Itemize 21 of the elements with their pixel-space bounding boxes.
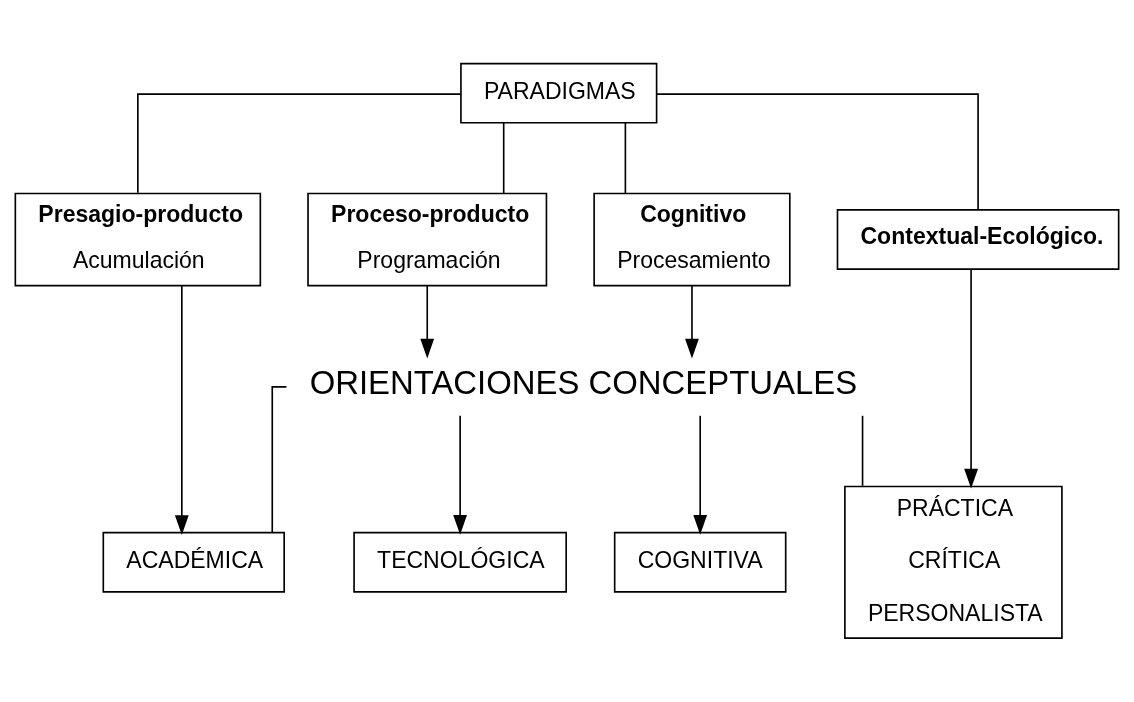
node-box: COGNITIVA	[613, 531, 787, 593]
connector	[861, 414, 864, 487]
node-text: ORIENTACIONES CONCEPTUALES	[309, 364, 858, 402]
arrow	[685, 285, 699, 359]
node-box: Contextual-Ecológico.	[836, 209, 1120, 270]
connector	[656, 93, 979, 211]
node-box: Cognitivo Procesamiento	[593, 192, 791, 287]
node-box: ACADÉMICA	[102, 531, 285, 593]
node-box: PARADIGMAS	[460, 62, 658, 124]
connector	[502, 121, 505, 195]
node-box: PRÁCTICA CRÍTICA PERSONALISTA	[844, 485, 1063, 639]
node-box: TECNOLÓGICA	[353, 531, 567, 593]
connector	[624, 121, 627, 195]
arrow	[174, 284, 189, 535]
connector	[137, 93, 462, 194]
node-box: Presagio-producto Acumulación	[14, 192, 262, 287]
arrow	[453, 414, 468, 535]
arrow	[420, 285, 435, 359]
arrow	[964, 268, 978, 489]
arrow	[693, 414, 708, 535]
node-box: Proceso-producto Programación	[307, 192, 548, 287]
